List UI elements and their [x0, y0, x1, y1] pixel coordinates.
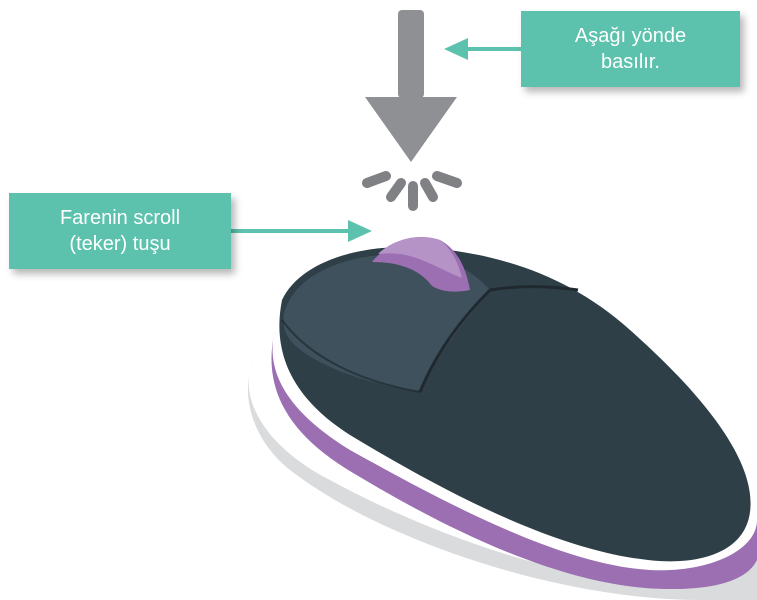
callout-scroll-wheel: Farenin scroll (teker) tuşu	[9, 193, 231, 269]
down-arrow-icon	[365, 10, 457, 162]
pointer-arrow-scroll	[231, 220, 372, 242]
pointer-arrow-pressed	[444, 38, 521, 60]
computer-mouse-icon	[248, 237, 757, 600]
callout-scroll-wheel-text: Farenin scroll (teker) tuşu	[9, 205, 231, 257]
callout-pressed-down: Aşağı yönde basılır.	[521, 11, 740, 87]
press-burst-icon	[367, 176, 457, 206]
callout-pressed-down-text: Aşağı yönde basılır.	[521, 23, 740, 75]
